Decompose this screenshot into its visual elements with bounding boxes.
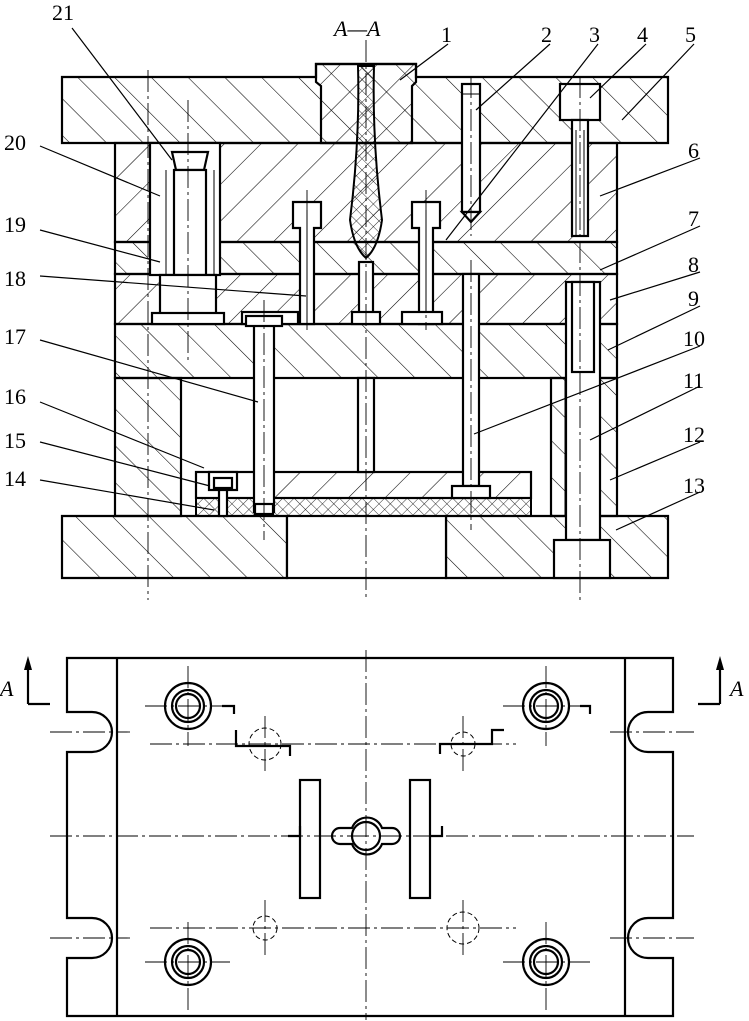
core-seat-right xyxy=(400,310,444,326)
part-label-8: 8 xyxy=(688,252,699,277)
part-label-18: 18 xyxy=(4,266,26,291)
part-label-14: 14 xyxy=(4,466,26,491)
part-label-17: 17 xyxy=(4,324,26,349)
part-label-16: 16 xyxy=(4,384,26,409)
section-title: A—A xyxy=(332,16,381,41)
ejector-retainer-plate xyxy=(271,470,533,500)
part-label-3: 3 xyxy=(589,22,600,47)
section-marker-letter-left: A xyxy=(0,676,14,701)
part-label-15: 15 xyxy=(4,428,26,453)
section-view xyxy=(60,40,670,600)
runner-cross xyxy=(330,816,402,856)
part-label-9: 9 xyxy=(688,286,699,311)
leaders xyxy=(39,27,701,531)
guide-pillar-left xyxy=(148,141,226,326)
plan-outer-plate xyxy=(65,656,675,1018)
cavity-bar-left xyxy=(298,778,322,900)
ejector-opening xyxy=(285,514,448,580)
section-marker-right: A xyxy=(698,656,744,706)
part-label-10: 10 xyxy=(683,326,705,351)
part-label-21: 21 xyxy=(52,0,74,25)
limit-screw xyxy=(207,470,239,518)
part-label-1: 1 xyxy=(441,22,452,47)
ejector-plate xyxy=(195,497,532,517)
part-label-12: 12 xyxy=(683,422,705,447)
bottom-clamp-plate xyxy=(60,514,289,580)
plan-view xyxy=(50,650,694,1020)
part-label-5: 5 xyxy=(685,22,696,47)
part-label-4: 4 xyxy=(637,22,648,47)
cap-screw-bottom xyxy=(552,280,612,580)
part-label-7: 7 xyxy=(688,206,699,231)
section-marker-letter-right: A xyxy=(728,676,744,701)
part-label-13: 13 xyxy=(683,473,705,498)
part-label-6: 6 xyxy=(688,138,699,163)
cavity-bar-right xyxy=(408,778,432,900)
part-label-11: 11 xyxy=(683,368,704,393)
section-marker-left: A xyxy=(0,656,50,706)
part-label-20: 20 xyxy=(4,130,26,155)
part-label-2: 2 xyxy=(541,22,552,47)
part-number-labels: 1 2 3 4 5 6 7 8 9 10 11 12 13 14 15 16 1… xyxy=(4,0,705,498)
part-label-19: 19 xyxy=(4,212,26,237)
